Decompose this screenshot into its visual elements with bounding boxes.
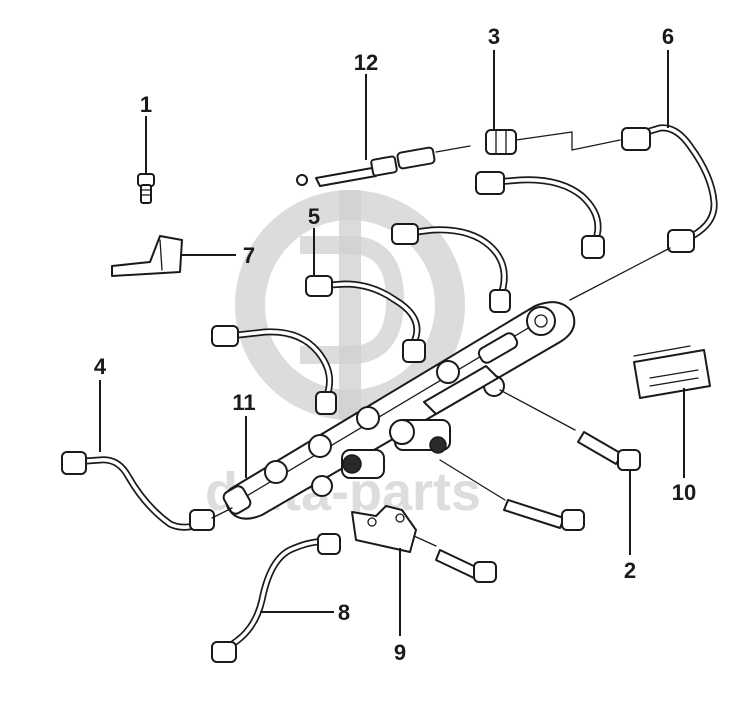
bolt-9 <box>413 535 497 583</box>
bracket-7 <box>111 235 183 277</box>
callout-9: 9 <box>394 640 406 665</box>
bolt-lower <box>439 459 585 531</box>
callout-5: 5 <box>308 204 320 229</box>
callout-3: 3 <box>488 24 500 49</box>
rod-12 <box>296 145 471 187</box>
callout-11: 11 <box>232 390 255 415</box>
callout-2: 2 <box>624 558 636 583</box>
callout-12: 12 <box>354 50 378 75</box>
injector-line-3 <box>475 171 605 259</box>
high-pressure-line-6 <box>569 124 718 301</box>
return-line-8 <box>211 533 341 663</box>
label-10 <box>633 345 711 399</box>
injector-line-4 <box>61 451 233 531</box>
nut-3 <box>485 129 621 155</box>
bolt-1 <box>137 173 155 204</box>
callout-1: 1 <box>140 92 152 117</box>
injector-line-2 <box>391 223 511 313</box>
callout-10: 10 <box>672 480 696 505</box>
injector-line-1 <box>211 325 337 415</box>
bracket-9 <box>351 505 417 553</box>
callout-4: 4 <box>94 354 107 379</box>
callout-8: 8 <box>338 600 350 625</box>
callout-6: 6 <box>662 24 674 49</box>
injector-line-5 <box>305 275 426 363</box>
bolt-2 <box>499 389 641 471</box>
watermark-logo <box>235 190 465 420</box>
callout-7: 7 <box>243 243 255 268</box>
fuel-rail <box>222 301 576 520</box>
